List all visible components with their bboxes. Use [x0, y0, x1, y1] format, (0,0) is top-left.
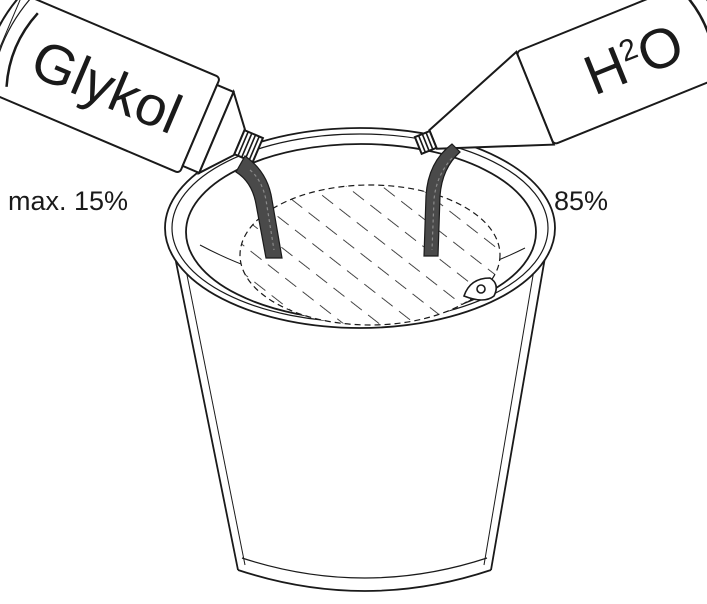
bucket-right-inner-line — [483, 245, 539, 566]
bucket-left-side — [169, 231, 239, 571]
bucket-handle-lug — [463, 277, 498, 301]
glycol-stream — [235, 155, 283, 259]
water-ratio-label: 85% — [554, 186, 609, 216]
bucket-bottom — [237, 569, 492, 592]
water-stream — [423, 143, 461, 257]
bucket-left-inner-line — [179, 239, 246, 566]
bucket-right-side — [490, 239, 549, 571]
glycol-ratio-label: max. 15% — [8, 186, 129, 216]
water-bottle: H2O — [413, 0, 707, 156]
bucket-bottom-ring — [241, 557, 488, 579]
